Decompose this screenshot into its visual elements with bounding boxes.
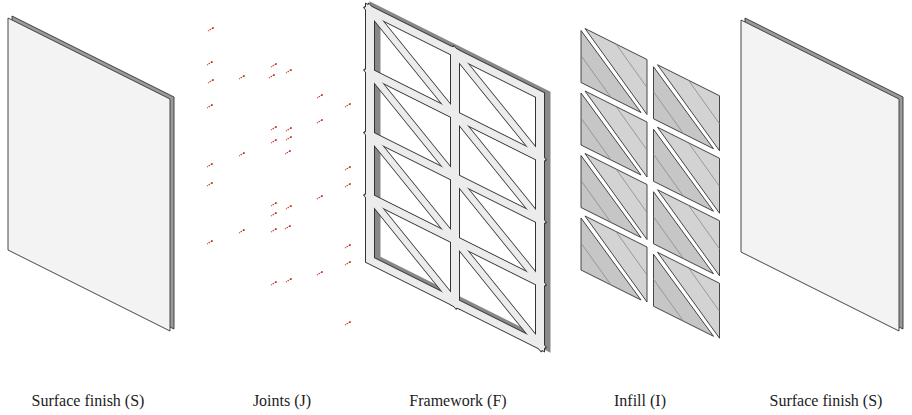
infill-panels <box>581 27 720 340</box>
part-label: Framework (F) <box>409 391 506 411</box>
joint-markers <box>207 27 351 325</box>
part-label: Surface finish (S) <box>770 391 883 411</box>
surface-panel <box>741 18 903 331</box>
framework <box>370 7 545 348</box>
part-label: Joints (J) <box>253 391 311 411</box>
part-label: Infill (I) <box>614 391 666 411</box>
part-label: Surface finish (S) <box>32 391 145 411</box>
surface-panel <box>8 16 174 331</box>
